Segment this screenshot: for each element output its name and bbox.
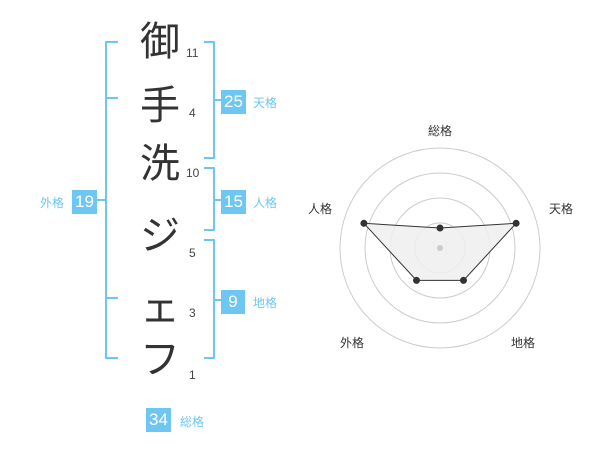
stroke-count: 11 <box>186 46 199 60</box>
radar-axis-label: 天格 <box>549 202 574 216</box>
radar-ring <box>364 172 516 324</box>
radar-polygon <box>362 222 518 281</box>
radar-point <box>512 219 520 227</box>
jinkaku-badge: 15 <box>221 190 246 214</box>
name-char: 洗 <box>140 141 180 187</box>
name-char: ェ <box>140 285 180 331</box>
chikaku-badge: 9 <box>221 290 245 314</box>
radar-point <box>413 276 420 284</box>
radar-ring <box>339 147 541 349</box>
radar-axis-label: 総格 <box>428 124 453 138</box>
tenkaku-label: 天格 <box>253 96 278 110</box>
name-char: フ <box>140 337 180 383</box>
gaikaku-badge: 19 <box>72 190 97 214</box>
radar-axis-label: 外格 <box>340 336 365 350</box>
radar-axis-label: 地格 <box>511 336 536 350</box>
jinkaku-label: 人格 <box>253 196 278 210</box>
radar-axis-label: 人格 <box>308 202 333 216</box>
name-char: ジ <box>140 213 180 259</box>
stroke-count: 4 <box>189 106 196 120</box>
radar-point <box>460 276 467 284</box>
radar-point <box>436 224 444 232</box>
name-char: 手 <box>140 83 180 129</box>
soukaku-badge: 34 <box>146 408 171 432</box>
chikaku-label: 地格 <box>253 296 278 310</box>
radar-point <box>360 219 368 227</box>
stroke-count: 3 <box>189 306 196 320</box>
stroke-count: 1 <box>189 368 196 382</box>
name-char: 御 <box>140 19 180 65</box>
gaikaku-label: 外格 <box>40 196 65 210</box>
stroke-count: 5 <box>189 246 196 260</box>
stroke-count: 10 <box>186 166 200 180</box>
radar-center-point <box>437 245 443 251</box>
tenkaku-badge: 25 <box>221 90 246 114</box>
soukaku-label: 総格 <box>180 415 205 429</box>
